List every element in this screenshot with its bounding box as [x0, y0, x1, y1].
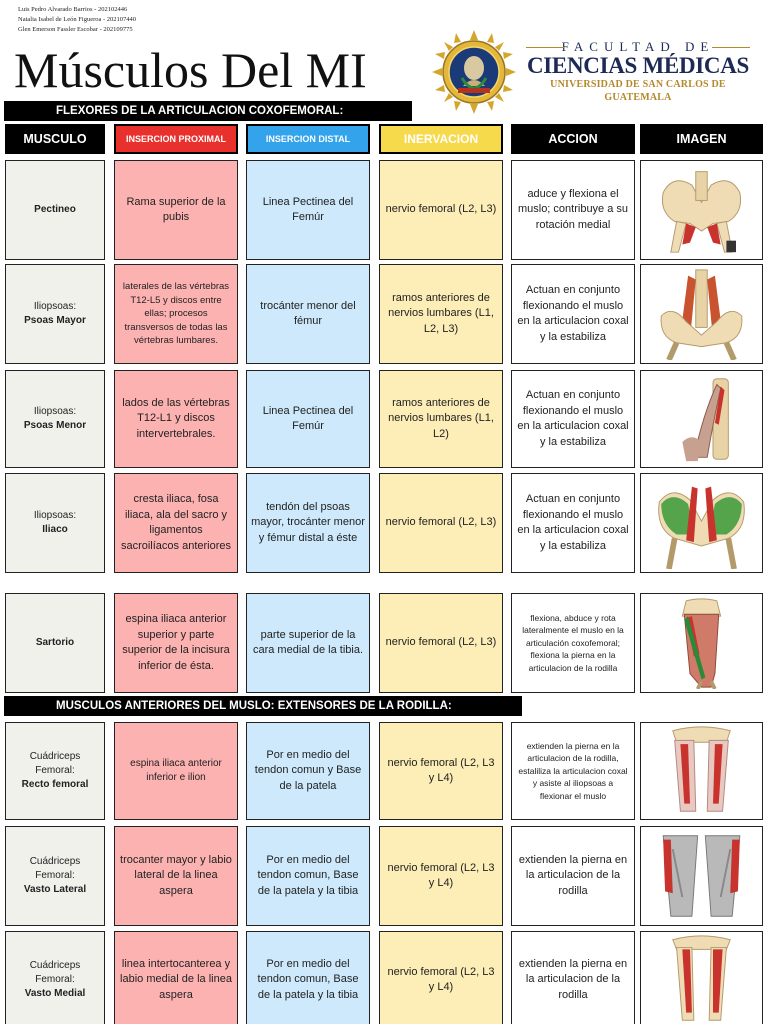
psoas-menor-image: [640, 370, 763, 468]
cell-inervacion: nervio femoral (L2, L3): [379, 473, 503, 573]
cell-proximal: laterales de las vértebras T12-L5 y disc…: [114, 264, 238, 364]
cell-proximal: lados de las vértebras T12-L1 y discos i…: [114, 370, 238, 468]
cell-proximal: Rama superior de la pubis: [114, 160, 238, 260]
cell-distal: Por en medio del tendon comun y Base de …: [246, 722, 370, 820]
university-seal-icon: [432, 30, 516, 114]
author-line: Glen Emerson Fassler Escobar - 202109775: [18, 26, 133, 33]
cell-accion: aduce y flexiona el muslo; contribuye a …: [511, 160, 635, 260]
logo-rule: [526, 47, 564, 48]
logo-line-3: UNIVERSIDAD DE SAN CARLOS DE GUATEMALA: [550, 79, 726, 103]
author-line: Natalia Isabel de León Figueroa - 202107…: [18, 16, 137, 23]
cell-accion: flexiona, abduce y rota lateralmente el …: [511, 593, 635, 693]
vasto-lateral-image: [640, 826, 763, 926]
recto-femoral-image: [640, 722, 763, 820]
cell-proximal: trocanter mayor y labio lateral de la li…: [114, 826, 238, 926]
cell-distal: trocánter menor del fémur: [246, 264, 370, 364]
muscle-name: Psoas Menor: [23, 420, 87, 431]
cell-accion: Actuan en conjunto flexionando el muslo …: [511, 473, 635, 573]
muscle-group: Iliopsoas:: [33, 301, 77, 312]
faculty-logo: FACULTAD DE CIENCIAS MÉDICAS UNIVERSIDAD…: [526, 39, 750, 103]
logo-rule: [712, 47, 750, 48]
muscle-name: Vasto Medial: [24, 988, 86, 999]
cell-inervacion: nervio femoral (L2, L3 y L4): [379, 931, 503, 1024]
section-extensores-title: MUSCULOS ANTERIORES DEL MUSLO: EXTENSORE…: [4, 696, 522, 716]
table-row-muscle: Cuádriceps Femoral: Vasto Lateral: [5, 826, 105, 926]
header-imagen: IMAGEN: [640, 124, 763, 154]
vasto-medial-image: [640, 931, 763, 1024]
cell-distal: tendón del psoas mayor, trocánter menor …: [246, 473, 370, 573]
table-row-muscle: Pectineo: [5, 160, 105, 260]
cell-accion: Actuan en conjunto flexionando el muslo …: [511, 370, 635, 468]
cell-inervacion: nervio femoral (L2, L3 y L4): [379, 826, 503, 926]
cell-distal: parte superior de la cara medial de la t…: [246, 593, 370, 693]
table-row-muscle: Cuádriceps Femoral: Recto femoral: [5, 722, 105, 820]
header-distal: INSERCION DISTAL: [246, 124, 370, 154]
table-row-muscle: Iliopsoas: Iliaco: [5, 473, 105, 573]
cell-accion: extienden la pierna en la articulacion d…: [511, 826, 635, 926]
muscle-group: Cuádriceps Femoral:: [29, 856, 81, 881]
header-musculo: MUSCULO: [5, 124, 105, 154]
table-row-muscle: Iliopsoas: Psoas Menor: [5, 370, 105, 468]
pelvis-pectineo-image: [640, 160, 763, 260]
psoas-mayor-image: [640, 264, 763, 364]
cell-inervacion: ramos anteriores de nervios lumbares (L1…: [379, 264, 503, 364]
muscle-name: Iliaco: [42, 524, 68, 535]
cell-distal: Por en medio del tendon comun, Base de l…: [246, 826, 370, 926]
cell-proximal: linea intertocanterea y labio medial de …: [114, 931, 238, 1024]
sartorio-image: [640, 593, 763, 693]
table-row-muscle: Sartorio: [5, 593, 105, 693]
table-row-muscle: Iliopsoas: Psoas Mayor: [5, 264, 105, 364]
cell-inervacion: ramos anteriores de nervios lumbares (L1…: [379, 370, 503, 468]
logo-line-2: CIENCIAS MÉDICAS: [526, 53, 750, 78]
author-line: Luis Pedro Alvarado Barrios - 202102446: [18, 6, 128, 13]
muscle-name: Vasto Lateral: [23, 884, 87, 895]
cell-distal: Por en medio del tendon comun, Base de l…: [246, 931, 370, 1024]
cell-inervacion: nervio femoral (L2, L3): [379, 593, 503, 693]
iliaco-image: [640, 473, 763, 573]
cell-accion: Actuan en conjunto flexionando el muslo …: [511, 264, 635, 364]
muscle-group: Iliopsoas:: [33, 510, 77, 521]
cell-inervacion: nervio femoral (L2, L3): [379, 160, 503, 260]
cell-proximal: cresta iliaca, fosa iliaca, ala del sacr…: [114, 473, 238, 573]
cell-proximal: espina iliaca anterior inferior e ilion: [114, 722, 238, 820]
muscle-name: Recto femoral: [21, 779, 89, 790]
cell-proximal: espina iliaca anterior superior y parte …: [114, 593, 238, 693]
cell-accion: extienden la pierna en la articulacion d…: [511, 722, 635, 820]
muscle-group: Cuádriceps Femoral:: [29, 960, 81, 985]
muscle-group: Iliopsoas:: [33, 406, 77, 417]
page-title: Músculos Del MI: [14, 42, 367, 98]
cell-inervacion: nervio femoral (L2, L3 y L4): [379, 722, 503, 820]
cell-distal: Linea Pectinea del Femúr: [246, 370, 370, 468]
header-inervacion: INERVACION: [379, 124, 503, 154]
section-flexores-title: FLEXORES DE LA ARTICULACION COXOFEMORAL:: [4, 101, 412, 121]
header-accion: ACCION: [511, 124, 635, 154]
table-row-muscle: Cuádriceps Femoral: Vasto Medial: [5, 931, 105, 1024]
muscle-name: Pectineo: [34, 204, 76, 215]
muscle-name: Psoas Mayor: [24, 315, 86, 326]
cell-accion: extienden la pierna en la articulacion d…: [511, 931, 635, 1024]
muscle-group: Cuádriceps Femoral:: [29, 751, 81, 776]
muscle-name: Sartorio: [35, 637, 75, 648]
cell-distal: Linea Pectinea del Femúr: [246, 160, 370, 260]
logo-line-1: FACULTAD DE: [561, 39, 715, 54]
header-proximal: INSERCION PROXIMAL: [114, 124, 238, 154]
authors-block: Luis Pedro Alvarado Barrios - 202102446 …: [18, 5, 136, 35]
